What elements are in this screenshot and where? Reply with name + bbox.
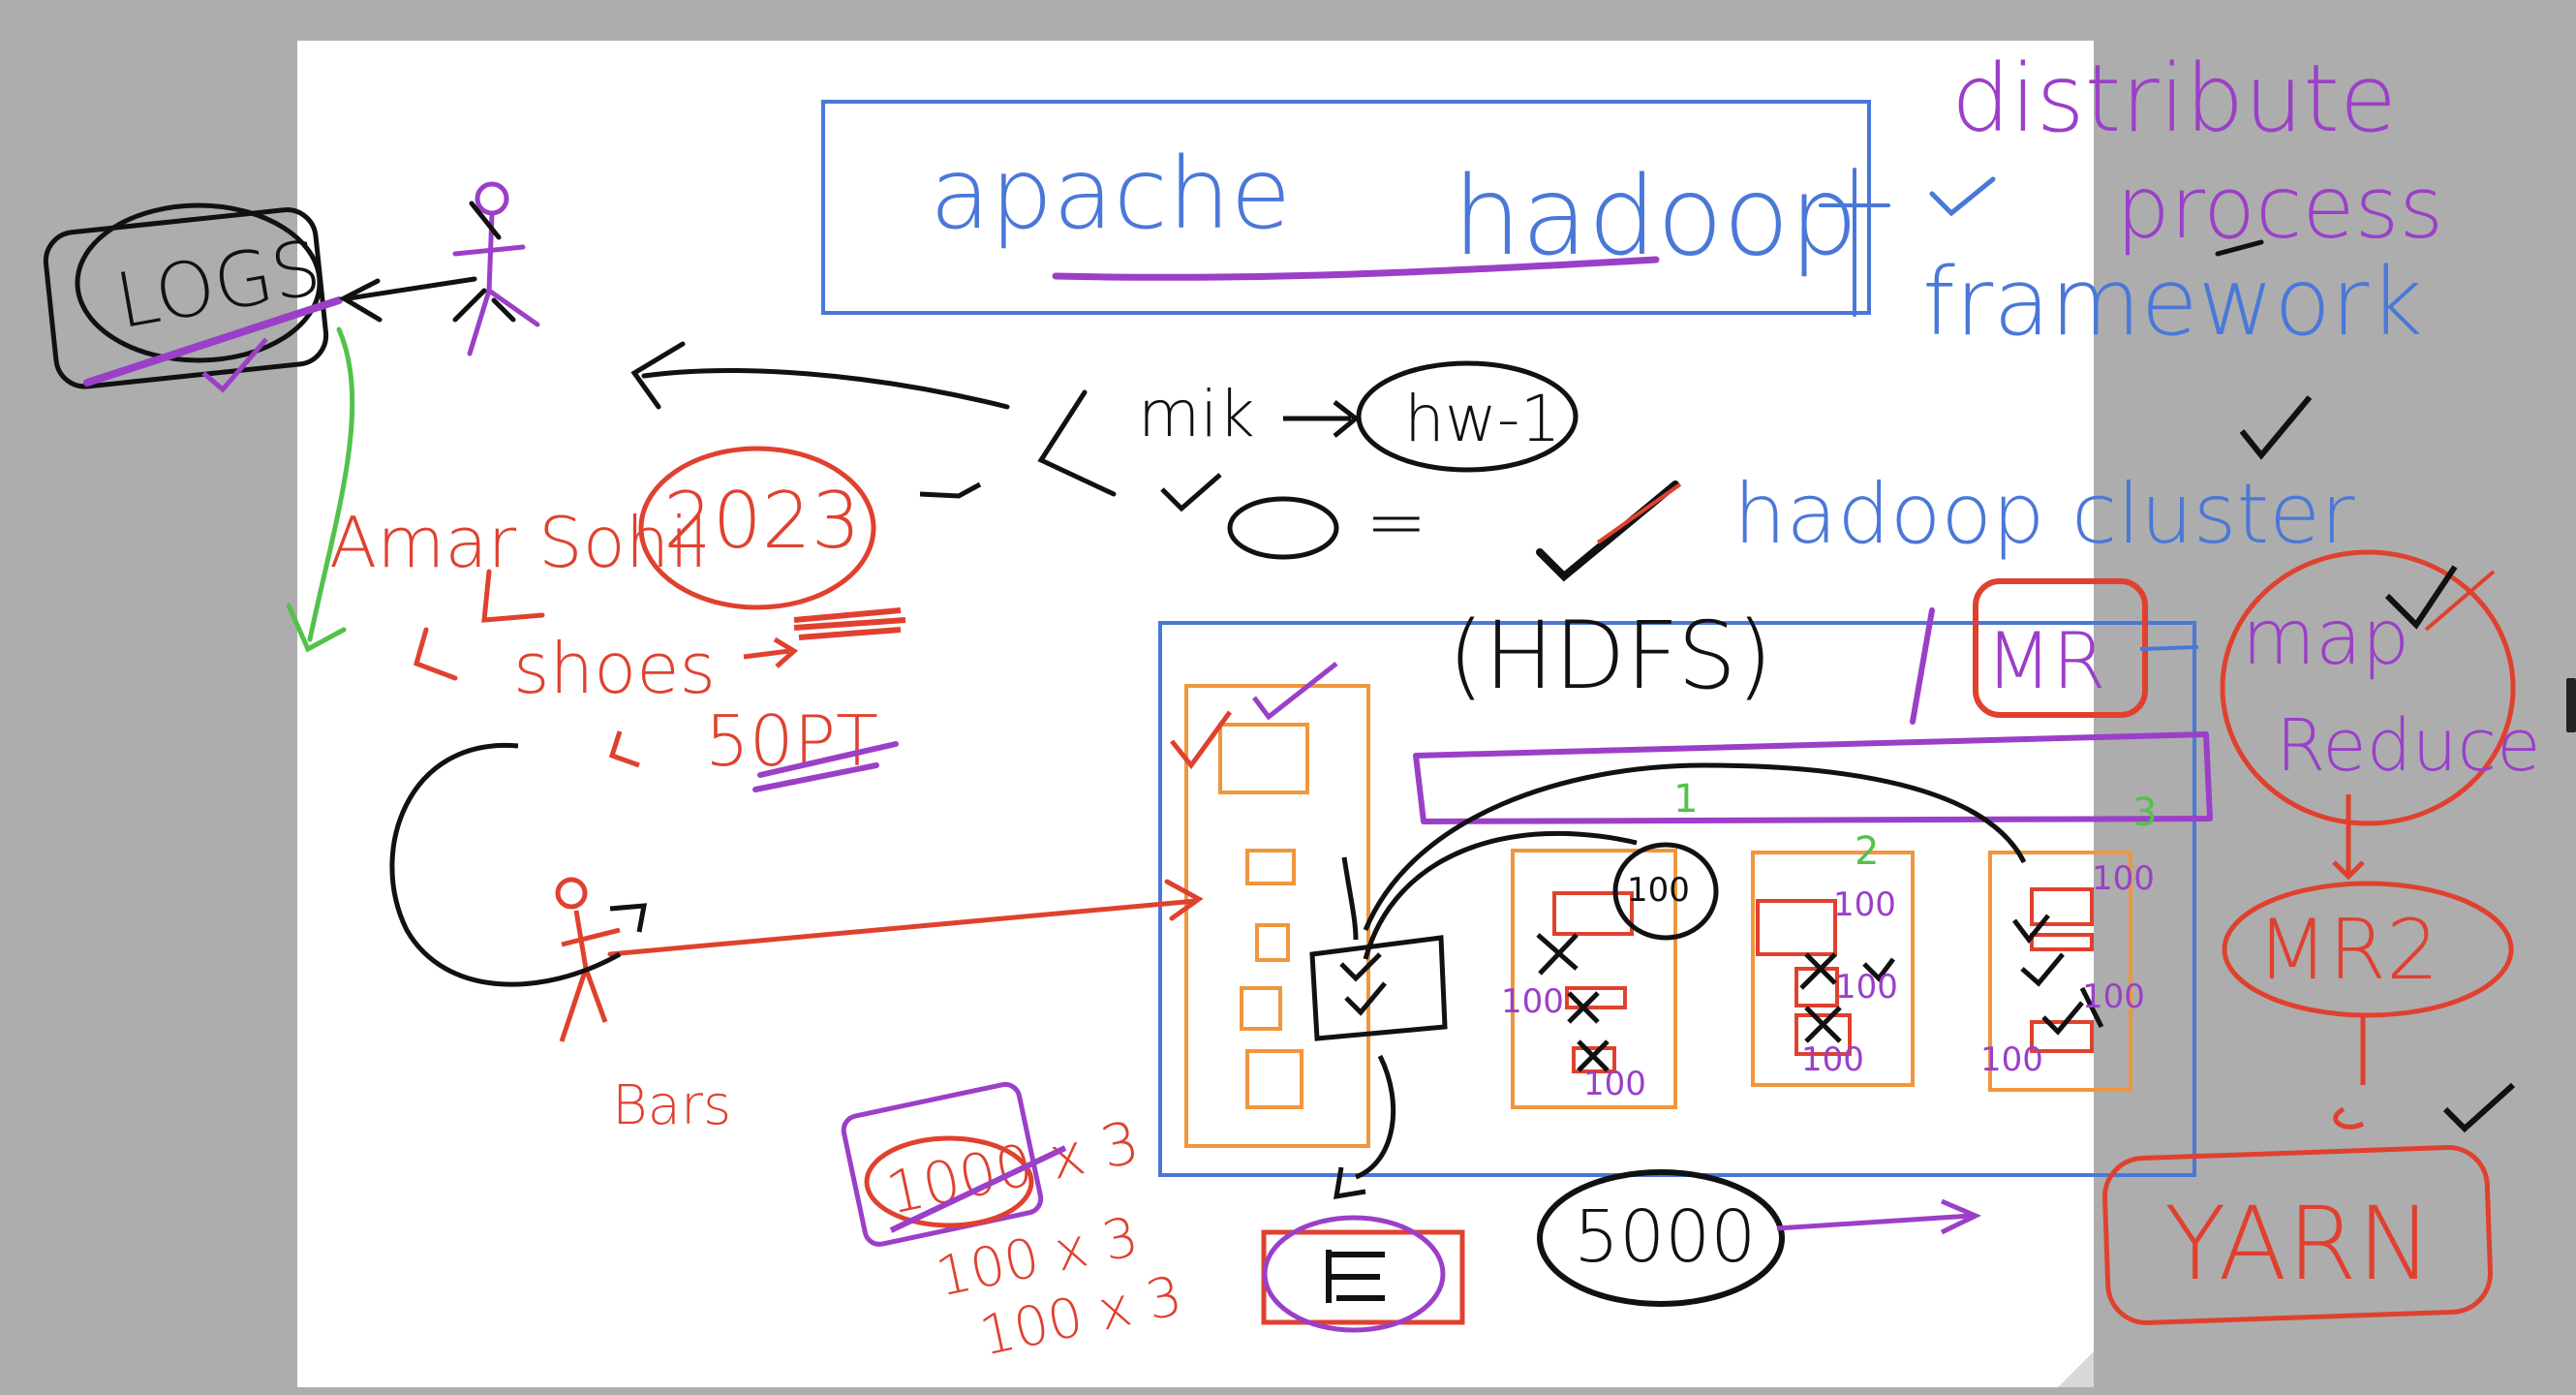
shoes-scribble — [793, 607, 906, 640]
block-label: 100 — [1833, 885, 1896, 924]
logs-group: LOGS — [43, 202, 343, 393]
hdfs-label: (HDFS) — [1448, 602, 1772, 710]
map-reduce-circle — [2220, 549, 2516, 826]
map-reduce-line2: Reduce — [2276, 704, 2541, 788]
block-label: 100 — [1835, 968, 1898, 1007]
replication-arc-2 — [1363, 830, 1638, 960]
data-node-2 — [1751, 851, 1915, 1087]
page-curl — [2058, 1351, 2094, 1387]
sopt-underline — [752, 741, 899, 792]
block-label: 100 — [2082, 977, 2145, 1016]
node-number-3: 3 — [2132, 790, 2157, 835]
shoes-label: shoes — [513, 628, 716, 709]
title-dash — [1819, 168, 1890, 317]
name-node — [1170, 662, 1370, 1148]
purple-band — [1413, 731, 2213, 824]
green-arrow — [286, 326, 355, 653]
cluster-check — [2239, 395, 2313, 460]
block-label: 100 — [1501, 982, 1564, 1021]
branch-arrow — [1037, 389, 1117, 497]
down-link — [1333, 1054, 1396, 1200]
mr2-label: MR2 — [2256, 902, 2439, 999]
big-check-red — [1596, 482, 1682, 544]
note-distribute: distribute — [1951, 45, 2397, 153]
map-reduce-check-red — [2424, 570, 2496, 632]
yarn-box — [2102, 1145, 2493, 1325]
map-reduce-check — [2384, 565, 2458, 630]
ack-checks — [1339, 952, 1387, 1016]
data-node-1 — [1511, 842, 1719, 1109]
node-number-2: 2 — [1855, 829, 1879, 874]
block-label: 100 — [1627, 871, 1690, 910]
title-check — [1929, 176, 1996, 217]
mik-label: mik — [1138, 377, 1255, 451]
data-node-3 — [1988, 851, 2132, 1092]
title-underline — [1052, 256, 1660, 281]
mr-label: MR — [1985, 616, 2106, 706]
mr-arrow — [2139, 645, 2199, 651]
client-arrow — [607, 879, 1204, 957]
hadoop-cluster-label: hadoop cluster — [1733, 466, 2355, 563]
note-strike — [2215, 239, 2264, 257]
five-thousand-label: 5000 — [1574, 1195, 1756, 1279]
logs-circle — [75, 202, 322, 363]
calc-strike — [889, 1145, 1067, 1233]
logs-check — [201, 337, 268, 393]
yarn-check — [2442, 1082, 2516, 1133]
block-label: 100 — [1801, 1040, 1864, 1079]
arrow-to-logs — [338, 276, 477, 323]
calc-circle — [864, 1135, 1034, 1228]
block-label: 100 — [2092, 859, 2155, 898]
user-figure — [452, 181, 540, 356]
map-reduce-line1: map — [2242, 595, 2409, 682]
calc-box — [841, 1081, 1044, 1247]
block-label: 100 — [1980, 1040, 2043, 1079]
scrollbar-handle[interactable] — [2566, 678, 2576, 732]
long-left-arrow — [630, 341, 1010, 410]
five-thousand-arrow — [1776, 1198, 1982, 1235]
arrow-2023 — [919, 481, 982, 499]
storage-circle — [1262, 1215, 1446, 1333]
loop-arc — [389, 742, 622, 987]
amar-name: Amar Sohil — [329, 502, 708, 583]
block-label: 100 — [1583, 1065, 1646, 1103]
canvas-page — [297, 41, 2094, 1387]
hw-circle — [1356, 360, 1579, 473]
sopt-arrow — [608, 730, 640, 768]
note-framework: framework — [1922, 248, 2423, 356]
bars-label: Bars — [612, 1074, 731, 1137]
year-circle — [638, 446, 876, 610]
flow-arrow-1 — [2332, 794, 2365, 881]
year-hook — [481, 569, 545, 623]
replication-arc-1 — [1363, 762, 2027, 931]
hdfs-divider — [1910, 607, 1935, 725]
node-number-1: 1 — [1673, 777, 1698, 822]
shoes-arrow — [413, 627, 458, 681]
mid-check — [1160, 473, 1222, 512]
replication-arc-3 — [1341, 856, 1359, 941]
mik-arrow — [1283, 400, 1361, 438]
title-apache: apache — [930, 137, 1291, 252]
flow-arrow-2 — [2333, 1017, 2366, 1130]
shoes-to — [743, 636, 799, 668]
year-label: 2023 — [663, 476, 861, 566]
five-thousand-oval — [1537, 1169, 1785, 1307]
mr2-oval — [2222, 881, 2514, 1018]
logs-strike — [83, 296, 343, 387]
ack-box — [1309, 935, 1448, 1041]
mid-equals: = — [1365, 479, 1427, 565]
hw-label: hw-1 — [1404, 382, 1561, 456]
storage-icon — [1326, 1250, 1385, 1303]
yarn-label: YARN — [2164, 1185, 2433, 1303]
mid-oval — [1227, 496, 1339, 560]
note-process: process — [2116, 158, 2443, 258]
